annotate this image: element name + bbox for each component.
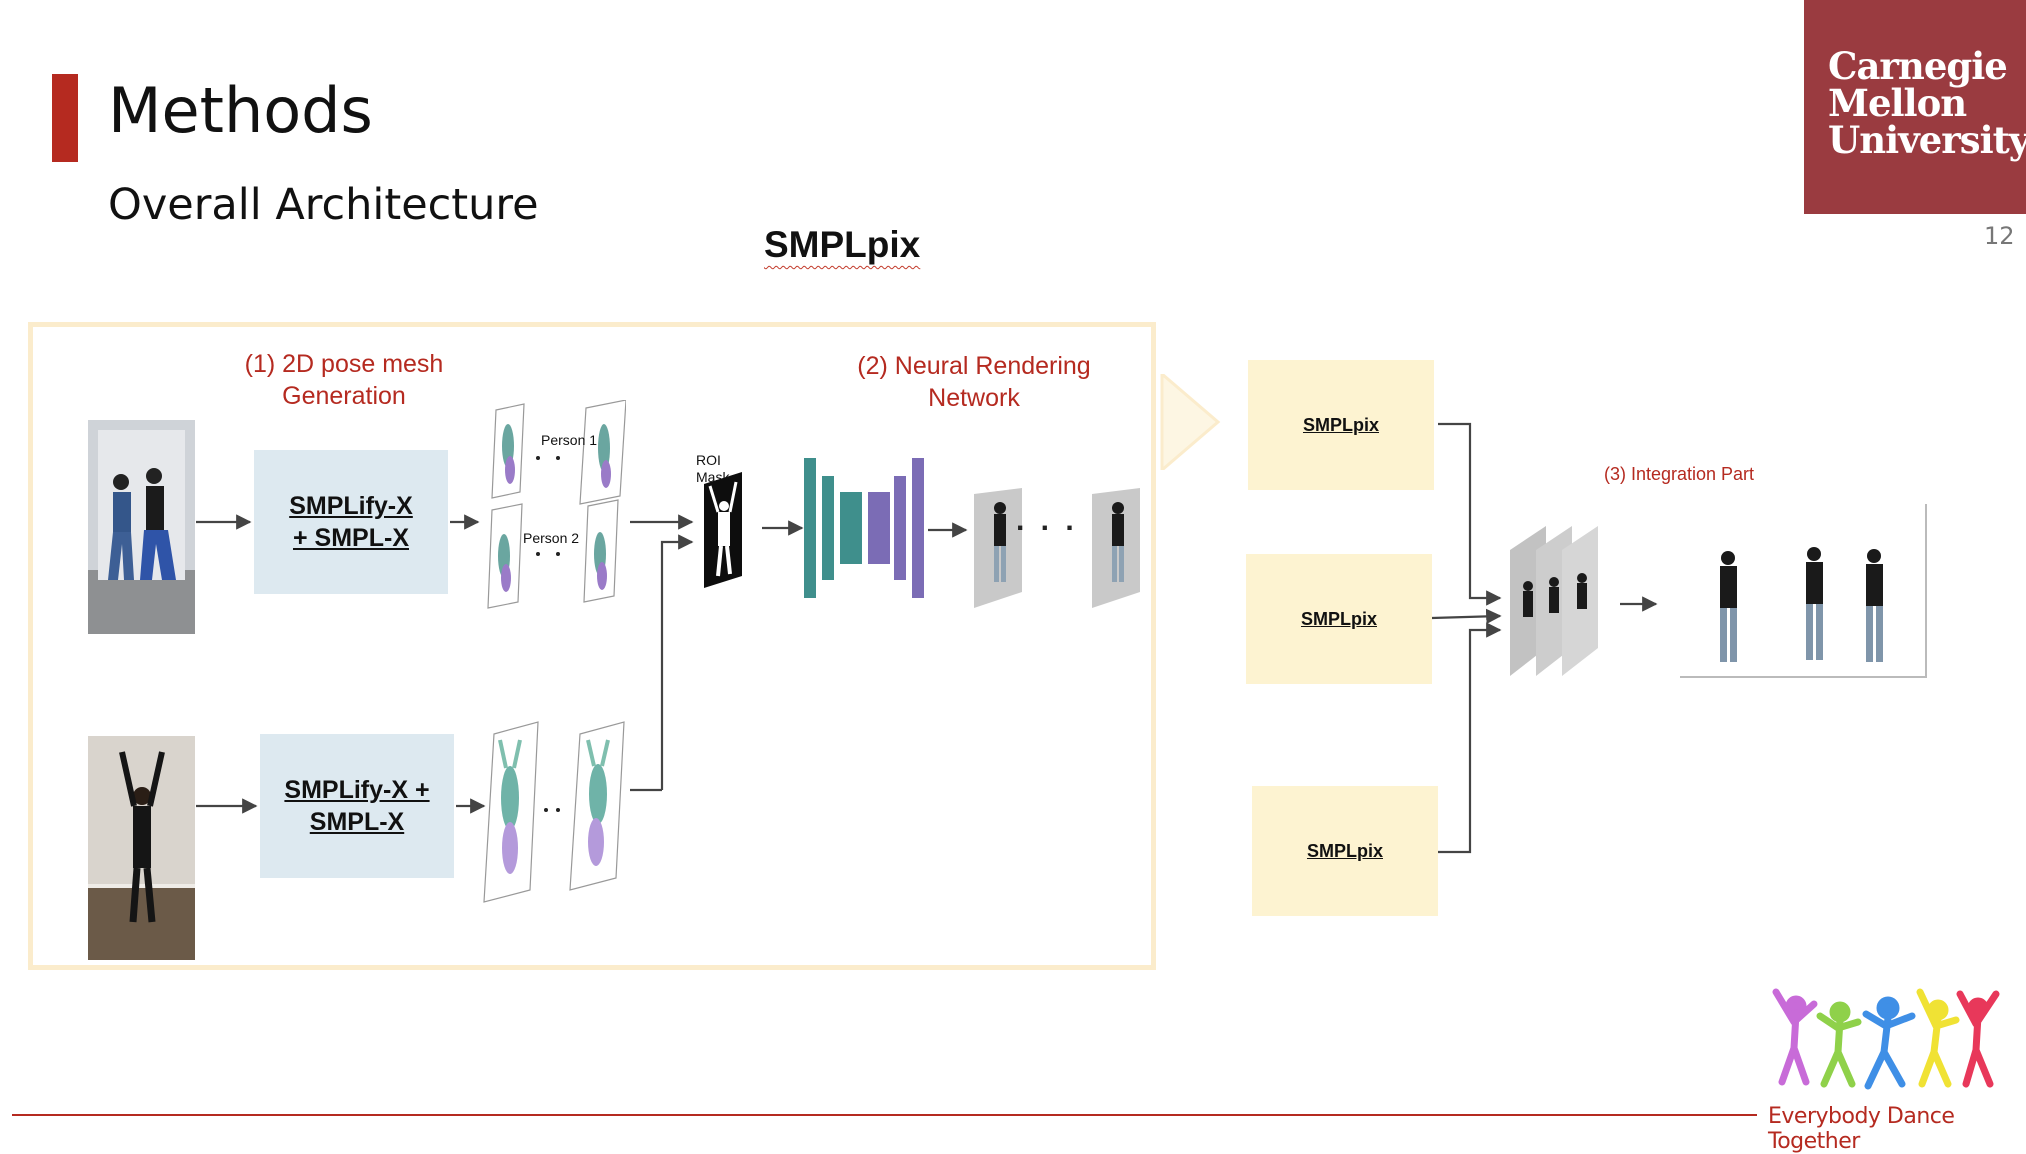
- footer-text: Everybody Dance Together: [1768, 1104, 1955, 1154]
- smplify-box-top: SMPLify-X + SMPL-X: [254, 450, 448, 594]
- person1-label: Person 1: [541, 432, 598, 448]
- neural-network-icon: [804, 458, 924, 598]
- stage2-label: (2) Neural Rendering Network: [857, 352, 1091, 412]
- logo-line-1: Carnegie: [1828, 44, 2008, 88]
- diagram-title: SMPLpix: [764, 224, 921, 265]
- pipeline-frame: [28, 322, 1156, 970]
- cmu-logo: Carnegie Mellon University: [1804, 0, 2026, 214]
- arrow-smplpix1-to-stack: [1438, 422, 1502, 606]
- smplify-box-bottom: SMPLify-X + SMPL-X: [260, 734, 454, 878]
- rendered-frames: [974, 488, 1140, 608]
- stage3-label: (3) Integration Part: [1603, 464, 1755, 484]
- slide-subtitle: Overall Architecture: [108, 180, 539, 230]
- roi-mask-image: [704, 472, 742, 588]
- title-accent-bar: [52, 74, 78, 162]
- logo-line-3: University: [1828, 118, 2026, 162]
- arrow-smplpix3-to-stack: [1438, 622, 1502, 854]
- page-number: 12: [1984, 222, 2015, 250]
- input-photo-single-dancer: [88, 736, 195, 960]
- mesh-frames-bottom: [483, 721, 625, 903]
- mesh-frames-top: [487, 400, 626, 609]
- stage1-label: (1) 2D pose mesh Generation: [244, 350, 444, 410]
- frame-chevron: [1160, 374, 1221, 470]
- smplpix-box-1: SMPLpix: [1248, 360, 1434, 490]
- footer-divider: [12, 1114, 1757, 1116]
- smplpix-box-2: SMPLpix: [1246, 554, 1432, 684]
- smplpix-box-3: SMPLpix: [1252, 786, 1438, 916]
- arrow-bottom-mesh-to-mask: [660, 534, 694, 790]
- input-photo-two-dancers: [88, 420, 195, 634]
- arrow-smplpix2-to-stack: [1431, 608, 1502, 625]
- logo-line-2: Mellon: [1828, 81, 1967, 125]
- dancers-logo: [1772, 988, 2000, 1090]
- stacked-frames: [1510, 526, 1598, 676]
- person2-label: Person 2: [523, 530, 580, 546]
- rendered-ellipsis: . . .: [1016, 504, 1078, 537]
- slide-title: Methods: [108, 74, 373, 147]
- integrated-output-image: [1678, 502, 1928, 678]
